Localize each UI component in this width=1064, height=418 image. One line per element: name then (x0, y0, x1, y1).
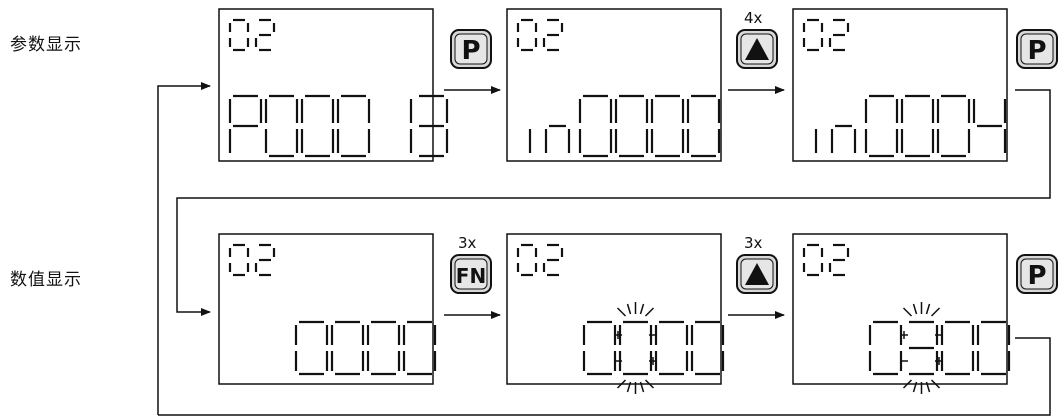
segment-digit (264, 94, 299, 158)
segment-digit (686, 94, 721, 158)
segment-digit (690, 320, 725, 376)
segment-digit (654, 320, 689, 376)
display-6 (792, 233, 1011, 394)
segment-digit (544, 124, 571, 153)
p-key-3[interactable]: P (1016, 254, 1058, 294)
segment-digit (900, 94, 935, 158)
segment-digit (614, 94, 649, 158)
param-display-label: 参数显示 (10, 35, 82, 55)
display-1 (218, 8, 449, 162)
segment-digit (402, 320, 437, 376)
segment-digit (336, 94, 371, 158)
p-key-1[interactable]: P (450, 29, 492, 69)
blink-indicator (614, 302, 657, 394)
segment-digit (228, 94, 263, 153)
segment-digit (650, 94, 685, 158)
multiplier-4x: 4x (744, 9, 763, 27)
segment-digit (578, 94, 613, 158)
segment-digit (802, 243, 824, 277)
segment-digit (516, 243, 538, 277)
segment-digit (828, 243, 850, 277)
segment-digit (542, 18, 564, 52)
up-arrow-icon (745, 263, 769, 285)
segment-digit (802, 18, 824, 52)
p-key-label: P (461, 36, 480, 66)
segment-digit (582, 320, 617, 376)
segment-digit (542, 243, 564, 277)
segment-digit (254, 243, 276, 277)
segment-digit (830, 124, 857, 153)
segment-digit (864, 94, 899, 158)
segment-digit (330, 320, 365, 376)
p-key-2[interactable]: P (1016, 29, 1058, 69)
up-arrow-icon (745, 38, 769, 60)
display-4 (218, 233, 437, 385)
multiplier-3x: 3x (458, 234, 477, 252)
segment-digit (300, 94, 335, 158)
segment-digit (254, 18, 276, 52)
segment-digit (228, 18, 250, 52)
flow-lines (157, 82, 1051, 416)
fn-key[interactable]: 3x FN (450, 234, 492, 294)
p-key-label: P (1027, 36, 1046, 66)
flow-return-line (158, 337, 1051, 416)
blink-indicator (900, 302, 943, 394)
p-key-label: P (1027, 261, 1046, 291)
display-2 (506, 8, 722, 162)
multiplier-3x: 3x (744, 234, 763, 252)
segment-digit (228, 243, 250, 277)
flow-loop-line (157, 82, 211, 415)
segment-digit (972, 99, 1007, 153)
up-key-2[interactable]: 3x (736, 234, 778, 294)
display-5 (506, 233, 725, 394)
segment-digit (366, 320, 401, 376)
segment-digit (516, 18, 538, 52)
flow-connector-row1-row2 (176, 89, 1051, 316)
segment-digit (294, 320, 329, 376)
display-3 (792, 8, 1008, 162)
segment-digit (828, 18, 850, 52)
segment-digit (419, 94, 449, 158)
value-display-label: 数值显示 (10, 270, 82, 290)
up-key-1[interactable]: 4x (736, 9, 778, 69)
segment-digit (976, 320, 1011, 376)
segment-digit (936, 94, 971, 158)
fn-key-label: FN (456, 264, 486, 288)
